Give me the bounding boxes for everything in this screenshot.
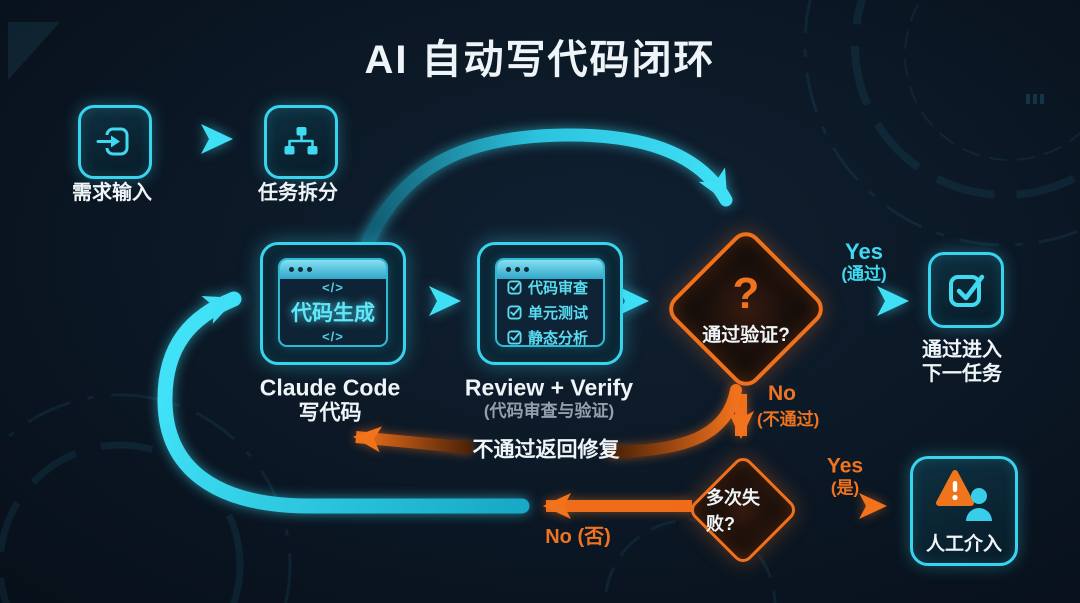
node-next-task-label-line1: 通过进入 <box>922 339 1002 361</box>
edge-label-retry-no: No (否) <box>545 526 611 548</box>
edge-return-fix-to-codegen <box>353 426 473 454</box>
node-human-intervention: 人工介入 <box>910 456 1018 566</box>
decision-verify-label: 通过验证? <box>702 324 790 346</box>
codegen-window-body: </> 代码生成 </> <box>280 279 386 345</box>
person-icon <box>966 488 992 521</box>
edge-label-verify-no-zh: (不通过) <box>757 410 820 429</box>
decision-retry-label: 多次失败? <box>706 488 760 534</box>
edge-codegen-arc-to-verify <box>361 128 733 249</box>
edge-loop-back-to-codegen <box>157 291 530 514</box>
edge-label-verify-yes-zh: (通过) <box>841 264 887 284</box>
node-requirement-input <box>78 105 152 179</box>
enter-arrow-icon <box>96 127 129 156</box>
node-human-intervention-label: 人工介入 <box>925 534 1002 555</box>
codegen-title: 代码生成 <box>291 302 375 325</box>
node-next-task-label-line2: 下一任务 <box>922 363 1002 385</box>
page-title: AI 自动写代码闭环 <box>364 38 716 82</box>
warning-triangle-icon <box>936 470 974 506</box>
edge-label-retry-yes-zh: (是) <box>830 478 860 498</box>
code-tag-icon: </> <box>322 329 344 344</box>
window-dot-icon <box>524 267 529 272</box>
window-dot-icon <box>515 267 520 272</box>
checklist-item: 代码审查 <box>507 277 593 298</box>
checklist-item: 单元测试 <box>507 302 593 323</box>
human-warning-icon <box>936 470 992 521</box>
window-titlebar <box>497 260 603 279</box>
check-square-icon <box>507 304 522 320</box>
window-dot-icon <box>307 267 312 272</box>
checklist-item: 静态分析 <box>507 327 593 347</box>
node-task-split-label: 任务拆分 <box>258 182 338 204</box>
node-codegen-label-line2: 写代码 <box>298 401 362 425</box>
checklist-item-label: 静态分析 <box>528 329 589 347</box>
org-tree-icon <box>284 127 318 155</box>
node-review: 代码审查 单元测试 静态分析 <box>477 242 623 365</box>
edge-label-verify-no: No <box>768 382 796 405</box>
window-dot-icon <box>298 267 303 272</box>
window-titlebar <box>280 260 386 279</box>
node-review-label-line2: (代码审查与验证) <box>483 401 615 421</box>
node-review-label-line1: Review + Verify <box>464 374 634 401</box>
check-square-icon <box>949 274 985 307</box>
codegen-window: </> 代码生成 </> <box>278 258 388 347</box>
checklist-item-label: 单元测试 <box>528 304 589 322</box>
code-tag-icon: </> <box>322 280 344 295</box>
review-window-body: 代码审查 单元测试 静态分析 <box>497 279 603 345</box>
edge-label-verify-yes: Yes <box>845 238 883 264</box>
review-window: 代码审查 单元测试 静态分析 <box>495 258 605 347</box>
edge-label-retry-yes: Yes <box>826 454 864 478</box>
node-requirement-input-label: 需求输入 <box>72 182 152 204</box>
edge-verify-no-branch-left <box>606 384 742 458</box>
node-next-task <box>928 252 1004 328</box>
edge-label-return-fix: 不通过返回修复 <box>472 438 620 462</box>
node-task-split <box>264 105 338 179</box>
question-mark: ? <box>732 268 760 318</box>
check-square-icon <box>507 279 522 295</box>
node-codegen-label-line1: Claude Code <box>259 374 401 401</box>
window-dot-icon <box>506 267 511 272</box>
node-codegen: </> 代码生成 </> <box>260 242 406 365</box>
window-dot-icon <box>289 267 294 272</box>
checklist-item-label: 代码审查 <box>528 279 589 297</box>
check-square-icon <box>507 329 522 345</box>
